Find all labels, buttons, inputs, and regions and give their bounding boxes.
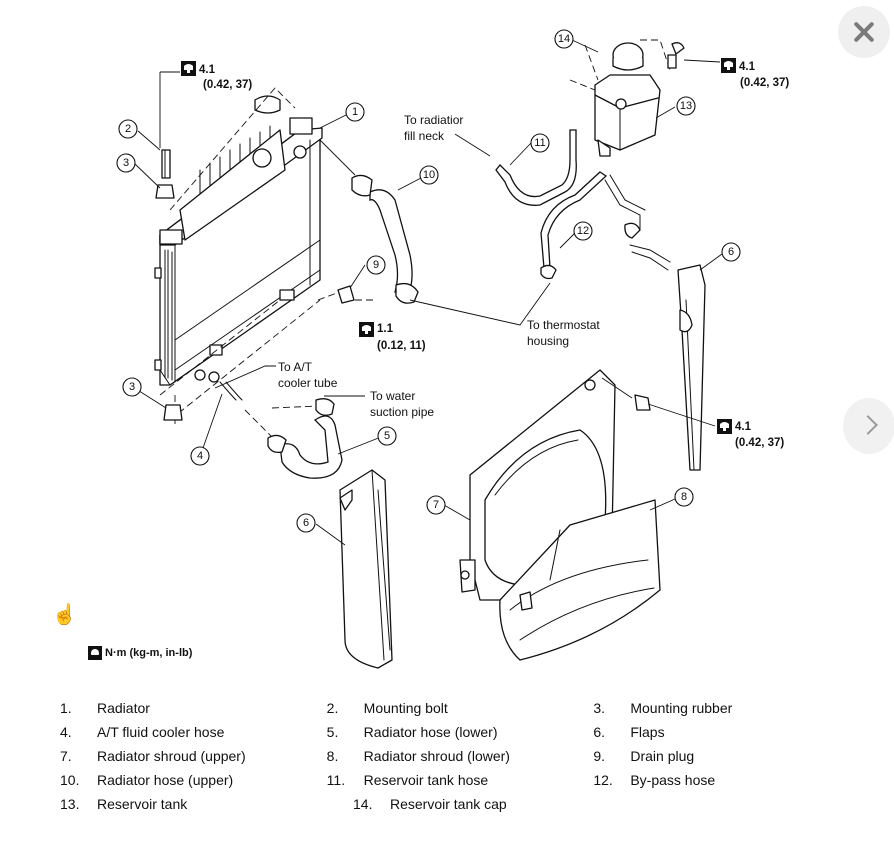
svg-text:6: 6: [728, 246, 734, 258]
annotation-water-suction: To water: [370, 389, 415, 403]
torque-legend: N·m (kg-m, in-lb): [88, 646, 192, 660]
torque-wrench-icon: [181, 61, 196, 76]
callout: 11: [530, 133, 550, 153]
callout: 6: [296, 513, 316, 533]
torque-value: 1.1: [377, 323, 394, 335]
legend-item: 3.Mounting rubber: [593, 700, 733, 716]
callout: 13: [676, 96, 696, 116]
legend-item: 14.Reservoir tank cap: [353, 796, 507, 812]
annotation-thermostat: housing: [527, 334, 569, 348]
callout: 1: [345, 102, 365, 122]
callout: 12: [573, 221, 593, 241]
callout: 14: [554, 29, 574, 49]
callout: 7: [426, 495, 446, 515]
annotation-thermostat: To thermostat: [527, 318, 600, 332]
svg-text:3: 3: [129, 381, 135, 393]
torque-detail: (0.42, 37): [740, 77, 789, 89]
svg-text:12: 12: [577, 225, 589, 237]
legend-item: 6.Flaps: [593, 724, 665, 740]
torque-value: 4.1: [739, 61, 756, 73]
hand-pointer-icon: ☝: [52, 604, 77, 626]
legend-item: 2.Mounting bolt: [326, 700, 448, 716]
legend-row: 10.Radiator hose (upper) 11.Reservoir ta…: [60, 768, 860, 792]
annotation-fill-neck: To radiatior: [404, 113, 463, 127]
torque-value: 4.1: [735, 421, 752, 433]
annotation-fill-neck: fill neck: [404, 129, 445, 143]
legend-item: 7.Radiator shroud (upper): [60, 748, 246, 764]
callouts: 1 2 3 3 4 5 6 6 7 8 9 10 11 12 13 14: [116, 29, 741, 533]
torque-detail: (0.12, 11): [377, 340, 426, 352]
torque-wrench-icon: [721, 58, 736, 73]
torque-wrench-icon: [88, 646, 102, 660]
svg-text:7: 7: [433, 499, 439, 511]
svg-text:6: 6: [303, 517, 309, 529]
callout: 9: [366, 255, 386, 275]
legend-item: 4.A/T fluid cooler hose: [60, 724, 225, 740]
callout: 4: [190, 446, 210, 466]
legend-row: 4.A/T fluid cooler hose 5.Radiator hose …: [60, 720, 860, 744]
svg-text:11: 11: [534, 137, 545, 149]
legend-item: 8.Radiator shroud (lower): [326, 748, 510, 764]
torque-legend-text: N·m (kg-m, in-lb): [105, 647, 193, 659]
legend-item: 9.Drain plug: [593, 748, 695, 764]
legend-item: 10.Radiator hose (upper): [60, 772, 234, 788]
svg-text:13: 13: [680, 100, 692, 112]
legend-row: 1.Radiator 2.Mounting bolt 3.Mounting ru…: [60, 696, 860, 720]
legend-item: 5.Radiator hose (lower): [326, 724, 498, 740]
legend-row: 7.Radiator shroud (upper) 8.Radiator shr…: [60, 744, 860, 768]
callout: 2: [118, 119, 138, 139]
svg-text:4: 4: [197, 450, 203, 462]
svg-text:1: 1: [352, 106, 358, 118]
legend-item: 11.Reservoir tank hose: [326, 772, 489, 788]
legend-row: 13.Reservoir tank 14.Reservoir tank cap: [60, 792, 860, 816]
reservoir-tank: [594, 42, 661, 157]
close-button[interactable]: [838, 6, 890, 58]
svg-text:5: 5: [384, 430, 390, 442]
legend-item: 1.Radiator: [60, 700, 150, 716]
torque-detail: (0.42, 37): [203, 79, 252, 91]
torque-wrench-icon: [717, 419, 732, 434]
callout: 6: [721, 242, 741, 262]
callout: 3: [122, 377, 142, 397]
parts-legend: 1.Radiator 2.Mounting bolt 3.Mounting ru…: [60, 696, 860, 816]
legend-item: 12.By-pass hose: [593, 772, 716, 788]
radiator-diagram: 4.1 (0.42, 37) 4.1 (0.42, 37) 1.1 (0.12,…: [116, 29, 789, 669]
svg-text:9: 9: [373, 259, 379, 271]
legend-item: 13.Reservoir tank: [60, 796, 188, 812]
annotation-water-suction: suction pipe: [370, 405, 434, 419]
torque-wrench-icon: [359, 322, 374, 337]
callout: 8: [674, 487, 694, 507]
svg-text:8: 8: [681, 491, 687, 503]
torque-value: 4.1: [199, 64, 216, 76]
svg-text:14: 14: [558, 33, 570, 45]
callout: 5: [377, 426, 397, 446]
callout: 10: [419, 165, 439, 185]
svg-text:10: 10: [423, 169, 435, 181]
next-image-button[interactable]: [843, 398, 894, 454]
torque-detail: (0.42, 37): [735, 437, 784, 449]
callout: 3: [116, 153, 136, 173]
annotation-at-cooler: cooler tube: [278, 376, 338, 390]
radiator: [154, 117, 323, 386]
svg-text:2: 2: [125, 123, 131, 135]
annotation-at-cooler: To A/T: [278, 360, 313, 374]
svg-text:3: 3: [123, 157, 129, 169]
